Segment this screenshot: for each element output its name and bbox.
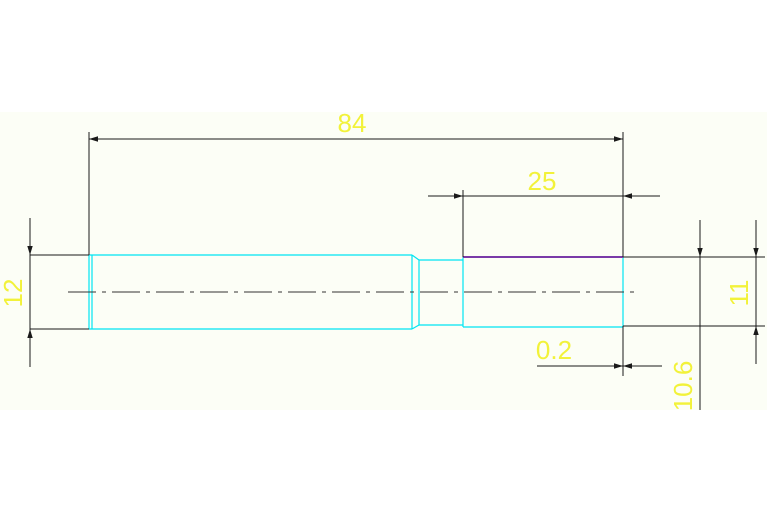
dimension-label-10-6: 10.6 — [668, 361, 698, 412]
dimension-label-84: 84 — [338, 108, 367, 138]
dimension-label-0-2: 0.2 — [536, 335, 572, 365]
dimension-label-12: 12 — [0, 279, 28, 308]
dimension-label-11: 11 — [724, 280, 754, 307]
drawing-area — [0, 112, 767, 410]
taper-bottom — [411, 324, 420, 330]
taper-top — [411, 254, 420, 261]
dimension-label-25: 25 — [528, 166, 557, 196]
